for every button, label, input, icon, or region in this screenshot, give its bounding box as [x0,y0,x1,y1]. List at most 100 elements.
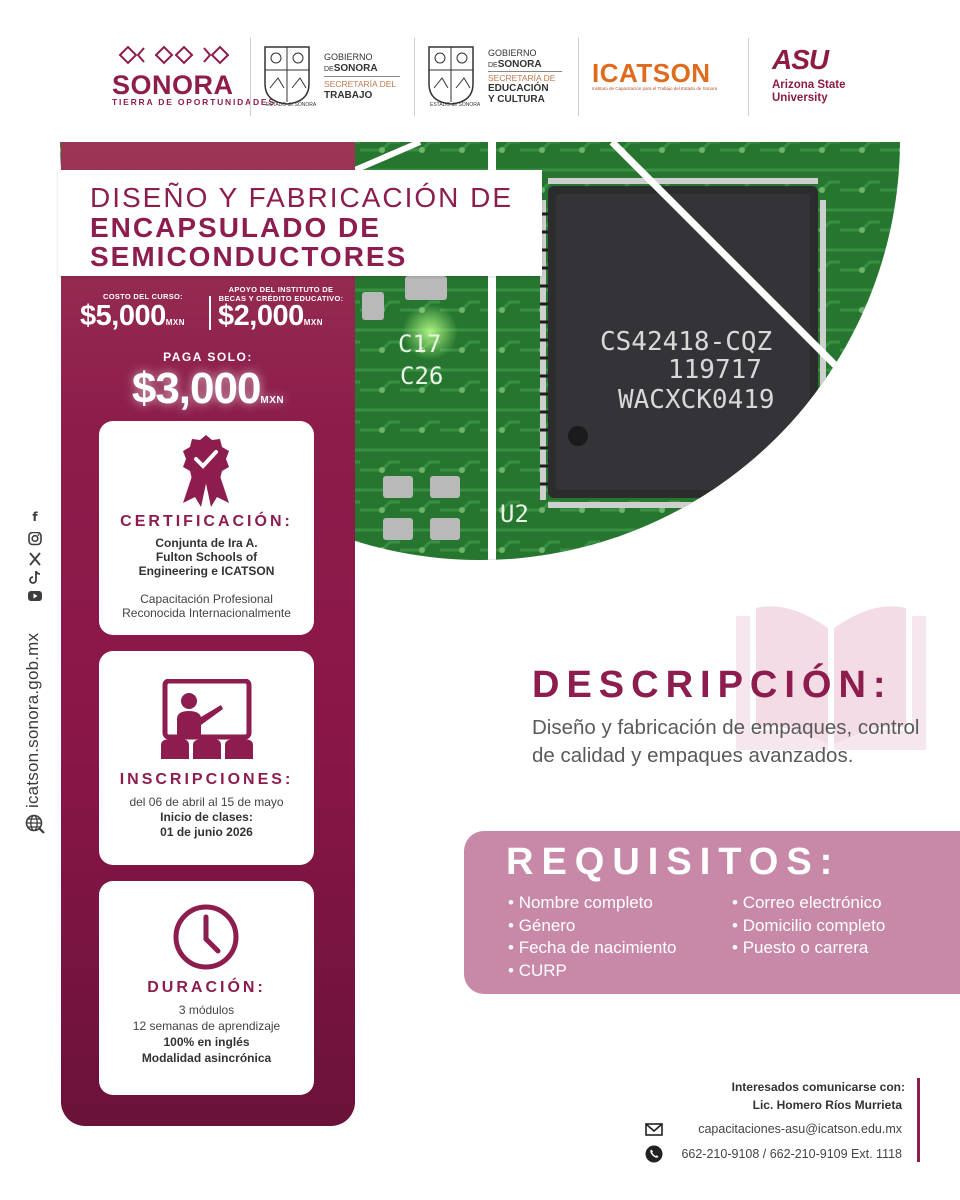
cost-currency: MXN [165,318,185,327]
pcb-label-c26: C26 [400,362,443,390]
asu-name-line1: Arizona State [772,79,846,91]
class-start-date: 01 de junio 2026 [160,825,253,839]
duration-modality: Modalidad asincrónica [141,1051,272,1065]
duration-language: 100% en inglés [163,1035,250,1049]
asu-logo: ASU [772,44,829,75]
contact-phones[interactable]: 662-210-9108 / 662-210-9109 Ext. 1118 [681,1147,902,1161]
award-badge-icon [183,435,229,507]
list-item: Correo electrónico [732,892,885,915]
cost-value: $5,000MXN [80,300,185,333]
gov2-line2-pre: DE [488,62,498,69]
clock-icon [173,904,239,970]
contact-name: Lic. Homero Ríos Murrieta [752,1098,902,1112]
list-item: Domicilio completo [732,915,886,938]
facebook-icon[interactable]: f [32,510,38,524]
logo-divider [414,38,415,116]
chip-marking-line1: CS42418-CQZ [600,327,772,357]
cost-label: COSTO DEL CURSO: [103,292,183,301]
description-text: Diseño y fabricación de empaques, contro… [532,716,920,767]
tiktok-icon[interactable] [27,570,43,584]
list-item: Género [508,915,677,938]
gov1-dept: TRABAJO [324,90,373,101]
course-title-line3: SEMICONDUCTORES [90,241,408,272]
pcb-label-c17: C17 [398,330,441,358]
requirements-list-left: Nombre completo Género Fecha de nacimien… [508,892,677,982]
support-currency: MXN [303,318,323,327]
gov1-divider [324,76,400,77]
contact-intro: Interesados comunicarse con: [731,1080,905,1094]
duration-modules: 3 módulos [178,1003,235,1017]
sonora-tagline: TIERRA DE OPORTUNIDADES [112,97,276,107]
sonora-wordmark: SONORA [112,70,234,100]
icatson-subtitle: Instituto de Capacitación para el Trabaj… [592,86,718,91]
pcb-label-c31: C31 [890,278,933,306]
contact-accent-bar [917,1078,920,1162]
certification-line1: Conjunta de Ira A. [155,536,258,550]
gov2-line2: DESONORA [488,59,542,71]
cost-amount: $5,000 [80,300,166,332]
youtube-icon[interactable] [27,589,43,603]
pay-amount: $3,000 [131,364,262,413]
certification-line5: Reconocida Internacionalmente [122,606,291,620]
chip-marking-line3: WACXCK0419 [618,385,775,415]
list-item: Fecha de nacimiento [508,937,677,960]
support-label-line2: BECAS Y CRÉDITO EDUCATIVO: [218,294,344,303]
certification-line4: Capacitación Profesional [140,592,273,606]
duration-title: DURACIÓN: [147,979,266,996]
icatson-logo: ICATSON [592,58,711,88]
logo-divider [748,38,749,116]
logo-divider [578,38,579,116]
website-link[interactable]: icatson.sonora.gob.mx [23,632,42,808]
contact-email[interactable]: capacitaciones-asu@icatson.edu.mx [698,1122,902,1136]
shield-caption: ESTADO de SONORA [266,102,317,108]
support-value: $2,000MXN [218,300,323,333]
price-divider [209,296,211,330]
course-title-box: DISEÑO Y FABRICACIÓN DE ENCAPSULADO DE S… [58,170,542,276]
requirements-box: REQUISITOS: Nombre completo Género Fecha… [464,831,960,994]
list-item: Puesto o carrera [732,937,885,960]
logo-divider [250,38,251,116]
globe-icon [25,814,45,834]
gov1-line1: GOBIERNO [324,52,373,62]
course-title-line1: DISEÑO Y FABRICACIÓN DE [90,182,514,213]
phone-icon [645,1145,663,1163]
header-logos: SONORA TIERRA DE OPORTUNIDADES ESTADO de… [0,0,960,140]
x-twitter-icon[interactable] [27,552,43,566]
sonora-shield-icon [264,46,310,105]
gov1-line2-pre: DE [324,66,334,73]
gov1-secretaria: SECRETARÍA DEL [324,79,397,89]
certification-title: CERTIFICACIÓN: [120,513,293,530]
duration-card: DURACIÓN: 3 módulos 12 semanas de aprend… [99,881,314,1095]
requirements-list-right: Correo electrónico Domicilio completo Pu… [732,892,886,960]
instagram-icon[interactable] [27,532,43,546]
gov1-line2: DESONORA [324,63,378,75]
pcb-label-c3: C3 [932,256,960,284]
gov2-line2-bold: SONORA [497,59,542,70]
gov2-dept1: EDUCACIÓN [488,83,549,94]
shield-caption: ESTADO de SONORA [430,102,481,108]
inscripciones-card: INSCRIPCIONES: del 06 de abril al 15 de … [99,651,314,865]
mail-icon [645,1123,663,1136]
asu-name-line2: University [772,92,828,104]
gov1-line2-bold: SONORA [333,63,378,74]
pay-value: $3,000MXN [61,364,355,414]
gov2-dept2: Y CULTURA [488,94,545,105]
course-title-line2: ENCAPSULADO DE [90,212,381,243]
inscripciones-title: INSCRIPCIONES: [119,771,294,788]
sonora-shield-icon [428,46,474,105]
certification-card: CERTIFICACIÓN: Conjunta de Ira A. Fulton… [99,421,314,635]
requirements-title: REQUISITOS: [506,841,841,883]
book-watermark-icon [736,606,926,750]
sonora-ornament-icon [118,45,230,65]
list-item: CURP [508,960,677,983]
inscripciones-dates: del 06 de abril al 15 de mayo [129,795,284,809]
gov2-divider [488,71,562,72]
description-title: DESCRIPCIÓN: [532,664,893,706]
pcb-label-u2: U2 [500,500,529,528]
chip-marking-line2: 119717 [668,355,762,385]
class-start-label: Inicio de clases: [160,810,253,824]
gov2-line1: GOBIERNO [488,48,537,58]
gov2-secretaria: SECRETARÍA DE [488,73,556,83]
